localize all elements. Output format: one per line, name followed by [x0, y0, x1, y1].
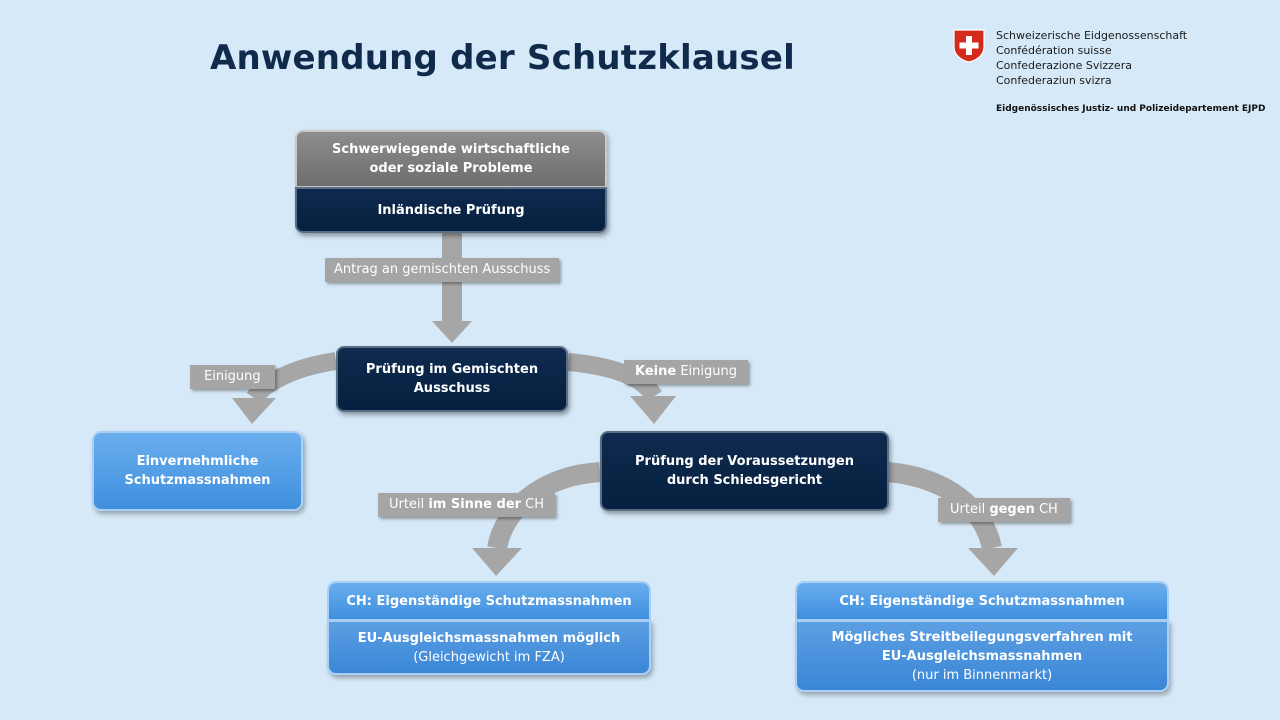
arrow-curve-verdict-against — [886, 462, 1018, 576]
amicable-line-1: Einvernehmliche — [136, 454, 259, 469]
request-text: Antrag an gemischten Ausschuss — [334, 262, 551, 277]
arrow-curve-verdict-for — [472, 462, 601, 576]
right-outcome-line-2: EU-Ausgleichsmassnahmen — [881, 648, 1083, 664]
amicable-line-2: Schutzmassnahmen — [124, 473, 271, 488]
verdict-for-a: Urteil — [389, 497, 429, 512]
no-agreement-rest: Einigung — [676, 364, 737, 379]
joint-committee-box: Prüfung im Gemischten Ausschuss — [336, 346, 568, 412]
joint-committee-line-2: Ausschuss — [413, 381, 491, 396]
problems-box: Schwerwiegende wirtschaftliche oder sozi… — [295, 130, 607, 188]
arrow-down-main — [432, 233, 472, 343]
arbitration-line-1: Prüfung der Voraussetzungen — [635, 454, 854, 469]
joint-committee-line-1: Prüfung im Gemischten — [365, 362, 539, 377]
page-title: Anwendung der Schutzklausel — [210, 38, 795, 78]
confederation-fr: Confédération suisse — [996, 44, 1112, 57]
confederation-it: Confederazione Svizzera — [996, 59, 1132, 72]
verdict-against-label: Urteil gegen CH — [938, 498, 1070, 522]
problems-line-1: Schwerwiegende wirtschaftliche — [332, 142, 570, 157]
verdict-for-c: CH — [521, 497, 545, 512]
verdict-against-bold: gegen — [989, 502, 1035, 517]
right-outcome-line-3: (nur im Binnenmarkt) — [911, 667, 1053, 683]
amicable-measures-box: Einvernehmliche Schutzmassnahmen — [92, 431, 303, 511]
request-label: Antrag an gemischten Ausschuss — [325, 258, 560, 282]
confederation-names: Schweizerische Eidgenossenschaft Confédé… — [996, 28, 1187, 88]
agreement-label: Einigung — [190, 365, 275, 389]
verdict-against-a: Urteil — [950, 502, 990, 517]
left-outcome-top: CH: Eigenständige Schutzmassnahmen — [346, 593, 632, 609]
left-outcome-line-2: (Gleichgewicht im FZA) — [413, 649, 565, 665]
confederation-rm: Confederaziun svizra — [996, 74, 1112, 87]
right-outcome-body: Mögliches Streitbeilegungsverfahren mit … — [795, 620, 1169, 692]
agreement-text: Einigung — [204, 369, 261, 384]
left-outcome-header: CH: Eigenständige Schutzmassnahmen — [327, 581, 651, 621]
arbitration-box: Prüfung der Voraussetzungen durch Schied… — [600, 431, 889, 511]
left-outcome-body: EU-Ausgleichsmassnahmen möglich (Gleichg… — [327, 620, 651, 675]
right-outcome-header: CH: Eigenständige Schutzmassnahmen — [795, 581, 1169, 621]
confederation-de: Schweizerische Eidgenossenschaft — [996, 29, 1188, 42]
department-name: Eidgenössisches Justiz- und Polizeidepar… — [996, 104, 1266, 114]
right-outcome-top: CH: Eigenständige Schutzmassnahmen — [839, 593, 1125, 609]
arrow-curve-agreement — [232, 352, 338, 424]
left-outcome-line-1: EU-Ausgleichsmassnahmen möglich — [357, 630, 621, 646]
no-agreement-bold: Keine — [635, 364, 677, 379]
swiss-coat-of-arms-icon — [953, 29, 985, 63]
arbitration-line-2: durch Schiedsgericht — [666, 473, 823, 488]
verdict-for-bold: im Sinne der — [428, 497, 522, 512]
problems-line-2: oder soziale Probleme — [369, 161, 533, 176]
domestic-review-label: Inländische Prüfung — [377, 202, 525, 218]
verdict-for-label: Urteil im Sinne der CH — [378, 493, 556, 517]
no-agreement-label: Keine Einigung — [624, 360, 748, 384]
domestic-review-box: Inländische Prüfung — [295, 187, 607, 233]
verdict-against-c: CH — [1034, 502, 1058, 517]
right-outcome-line-1: Mögliches Streitbeilegungsverfahren mit — [831, 629, 1133, 645]
